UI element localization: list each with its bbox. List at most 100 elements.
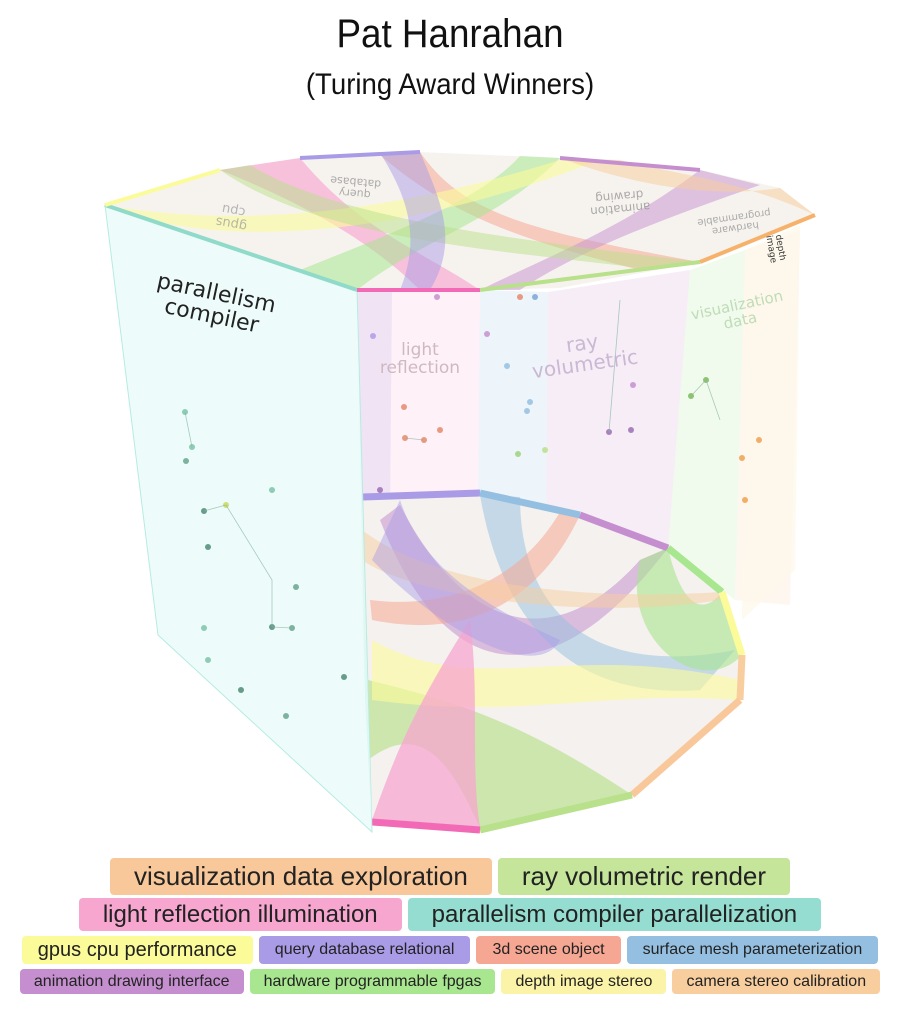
legend-row-4: animation drawing interface hardware pro… xyxy=(0,969,900,994)
label-depth-top: depthimage xyxy=(763,233,787,264)
node-35 xyxy=(377,487,383,493)
back-wall-visualization xyxy=(668,250,745,600)
page-subtitle: (Turing Award Winners) xyxy=(305,68,595,101)
link-3 xyxy=(184,411,193,448)
legend-light-reflection-illumination[interactable]: light reflection illumination xyxy=(78,898,402,931)
legend-row-3: gpus cpu performance query database rela… xyxy=(0,936,900,964)
node-26 xyxy=(527,399,533,405)
edge-t-visualization xyxy=(699,213,816,264)
rib-t8 xyxy=(560,158,815,215)
edge-b-animation xyxy=(578,511,670,552)
label-animation-top-line-0: animation xyxy=(590,199,651,218)
rib-b6 xyxy=(370,512,580,626)
edge-b-surface xyxy=(479,489,581,519)
node-36 xyxy=(515,451,521,457)
rib-b5 xyxy=(372,620,480,828)
label-light-line-0: light xyxy=(401,340,439,360)
edge-t-query xyxy=(299,150,421,160)
face-visualization-right xyxy=(742,225,800,620)
legend-3d-scene-object[interactable]: 3d scene object xyxy=(476,936,621,964)
node-16 xyxy=(401,404,407,410)
node-23 xyxy=(532,294,538,300)
edge-b-visualization xyxy=(629,697,743,798)
label-query-top-line-1: database xyxy=(330,173,382,190)
link-0 xyxy=(225,504,273,627)
label-animation-top-line-1: drawing xyxy=(595,187,644,205)
label-gpus-top: gpuscpu xyxy=(214,200,250,234)
label-depth-top-line-1: image xyxy=(763,235,778,265)
edge-b-light xyxy=(371,818,481,834)
node-6 xyxy=(269,487,275,493)
node-24 xyxy=(504,363,510,369)
page-title: Pat Hanrahan xyxy=(336,12,564,56)
edge-b-gpus xyxy=(718,590,746,657)
label-query-top: querydatabase xyxy=(328,173,381,202)
link-5 xyxy=(404,437,425,441)
label-gpus-top-line-0: gpus xyxy=(214,213,248,233)
label-gpus-top-line-1: cpu xyxy=(221,201,247,220)
legend-camera-stereo-calibration[interactable]: camera stereo calibration xyxy=(672,969,881,994)
node-11 xyxy=(205,657,211,663)
node-2 xyxy=(183,458,189,464)
back-wall-light xyxy=(357,290,480,510)
node-28 xyxy=(628,427,634,433)
node-34 xyxy=(739,455,745,461)
legend-parallelism-compiler-parallelization[interactable]: parallelism compiler parallelization xyxy=(407,898,822,931)
label-ray-line-0: ray xyxy=(564,329,600,357)
link-4 xyxy=(608,299,621,433)
link-2 xyxy=(203,504,227,512)
edge-b-camera xyxy=(736,654,746,701)
legend-animation-drawing-interface[interactable]: animation drawing interface xyxy=(19,969,244,994)
edge-b-query xyxy=(361,489,481,501)
node-25 xyxy=(524,408,530,414)
node-33 xyxy=(756,437,762,443)
legend-row-2: light reflection illumination parallelis… xyxy=(0,898,900,931)
rib-t7 xyxy=(380,152,446,290)
drum-top-chord xyxy=(104,150,816,292)
rib-b7 xyxy=(636,548,742,671)
link-1 xyxy=(271,626,293,629)
legend-visualization-data-exploration[interactable]: visualization data exploration xyxy=(109,858,492,895)
legend-gpus-cpu-performance[interactable]: gpus cpu performance xyxy=(21,936,253,964)
rib-b9 xyxy=(372,500,560,656)
edge-b-ray xyxy=(479,791,633,834)
node-12 xyxy=(238,687,244,693)
node-21 xyxy=(484,331,490,337)
back-wall-ray xyxy=(546,270,690,548)
legend-hardware-programmable-fpgas[interactable]: hardware programmable fpgas xyxy=(249,969,496,994)
edge-t-gpus xyxy=(104,168,221,207)
label-query-top-line-0: query xyxy=(338,186,371,202)
legend-ray-volumetric-render[interactable]: ray volumetric render xyxy=(497,858,791,895)
label-light-line-1: reflection xyxy=(380,358,460,378)
label-depth-top-line-0: depth xyxy=(773,234,787,262)
node-13 xyxy=(283,713,289,719)
back-wall-query xyxy=(357,290,392,510)
legend-row-1: visualization data exploration ray volum… xyxy=(0,858,900,895)
rib-t5 xyxy=(480,170,760,290)
node-37 xyxy=(542,447,548,453)
rib-b8 xyxy=(362,530,722,608)
edge-t-ray xyxy=(479,260,701,292)
rib-t6 xyxy=(220,165,700,268)
node-22 xyxy=(517,294,523,300)
legend-depth-image-stereo[interactable]: depth image stereo xyxy=(501,969,667,994)
node-32 xyxy=(742,497,748,503)
node-19 xyxy=(437,427,443,433)
drum-bottom-chord xyxy=(360,489,746,834)
node-20 xyxy=(434,294,440,300)
legend-query-database-relational[interactable]: query database relational xyxy=(258,936,471,964)
label-animation-top: animationdrawing xyxy=(589,187,651,219)
back-wall-surface xyxy=(478,290,548,515)
edge-t-animation xyxy=(559,156,701,172)
edge-t-parallelism xyxy=(104,203,358,292)
node-9 xyxy=(293,584,299,590)
legend-surface-mesh-parameterization[interactable]: surface mesh parameterization xyxy=(626,936,879,964)
node-5 xyxy=(205,544,211,550)
node-15 xyxy=(370,333,376,339)
link-6 xyxy=(690,379,721,421)
edge-b-hardware xyxy=(665,545,725,595)
node-10 xyxy=(201,625,207,631)
node-29 xyxy=(630,382,636,388)
drum-back-walls xyxy=(357,230,800,605)
